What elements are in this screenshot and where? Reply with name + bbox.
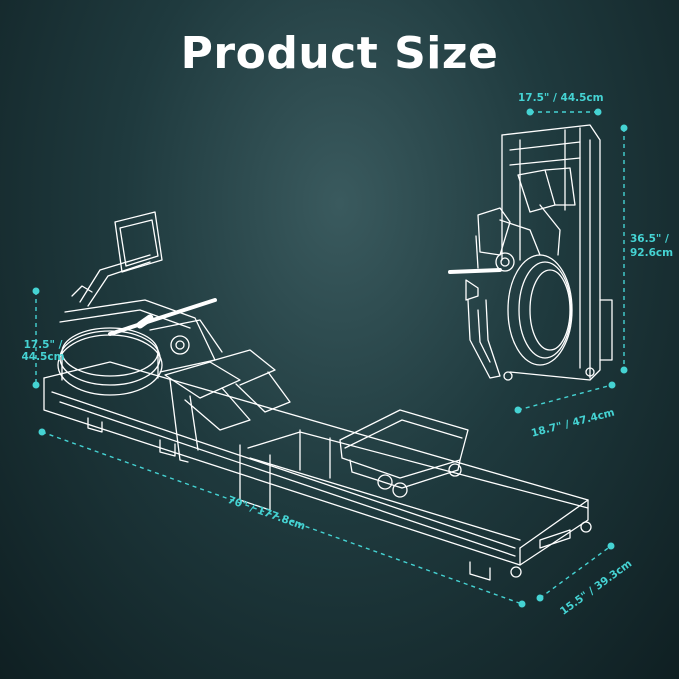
rowing-machine-drawing (43, 211, 592, 581)
dimension-lines (35, 111, 625, 605)
folded-height-label: 36.5" / 92.6cm (630, 233, 674, 259)
folded-rowing-machine-drawing (448, 124, 613, 381)
rower-height-value: 17.5" / 44.5cm (21, 339, 65, 363)
dimension-endpoints (32, 108, 628, 608)
rower-height-label: 17.5" / 44.5cm (20, 339, 64, 363)
page-title: Product Size (180, 28, 499, 79)
folded-width-label: 17.5" / 44.5cm (518, 92, 604, 104)
